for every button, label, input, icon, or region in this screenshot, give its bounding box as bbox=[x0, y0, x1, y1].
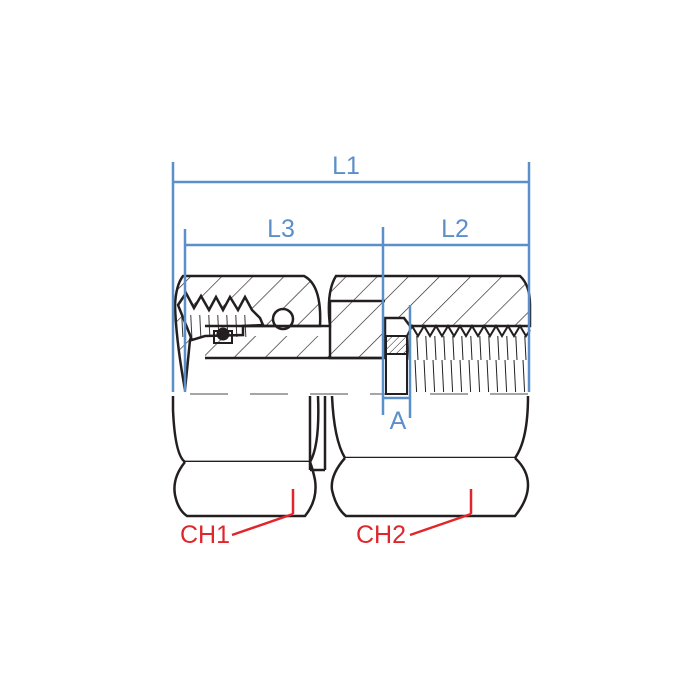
dim-label-l2: L2 bbox=[441, 215, 469, 243]
dim-label-l3: L3 bbox=[267, 215, 295, 243]
hex-flat-ch1 bbox=[173, 461, 317, 518]
callout-lines bbox=[231, 489, 473, 537]
retaining-ball bbox=[271, 307, 295, 331]
dim-label-l1: L1 bbox=[332, 152, 360, 180]
right-body bbox=[327, 274, 532, 518]
dimension-lines bbox=[171, 162, 531, 418]
hex-flat-ch2 bbox=[330, 457, 530, 518]
dim-label-a: A bbox=[390, 407, 407, 435]
left-swivel-nut bbox=[171, 274, 322, 518]
callout-label-ch1: CH1 bbox=[180, 521, 230, 549]
callout-label-ch2: CH2 bbox=[356, 521, 406, 549]
